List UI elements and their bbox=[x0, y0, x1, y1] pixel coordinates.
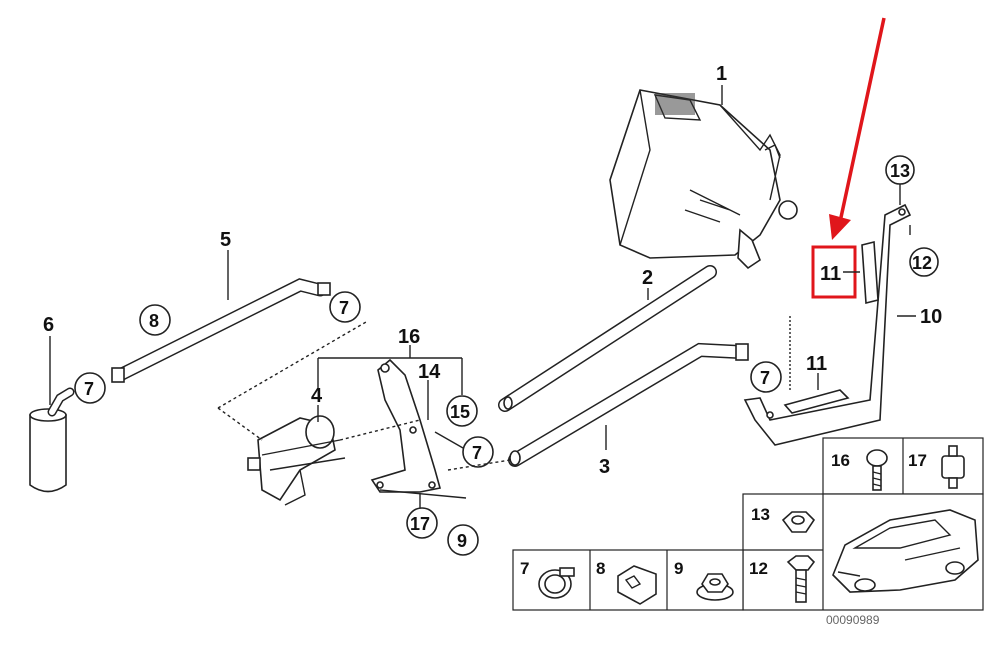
filter-part-6 bbox=[29, 387, 75, 493]
table-label-13: 13 bbox=[751, 505, 770, 524]
callout-6: 6 bbox=[43, 314, 54, 336]
table-label-7: 7 bbox=[520, 559, 529, 578]
bracket-part-9 bbox=[370, 358, 442, 493]
nut-icon bbox=[781, 511, 816, 533]
callout-11: 11 bbox=[806, 353, 827, 375]
clip-icon bbox=[617, 565, 657, 605]
hose-part-2 bbox=[498, 265, 717, 412]
callout-11-highlighted: 11 bbox=[820, 263, 841, 285]
table-label-9: 9 bbox=[674, 559, 683, 578]
parts-table: 16 17 13 7 8 9 12 bbox=[512, 437, 984, 627]
callout-7b: 7 bbox=[84, 379, 94, 399]
table-label-17: 17 bbox=[908, 451, 927, 470]
callout-8: 8 bbox=[149, 311, 159, 331]
callout-12: 12 bbox=[912, 253, 932, 273]
callout-7d: 7 bbox=[760, 368, 770, 388]
hose-clamp-icon bbox=[538, 567, 575, 599]
callout-7c: 7 bbox=[472, 443, 482, 463]
callout-15: 15 bbox=[450, 402, 470, 422]
bolt-icon bbox=[786, 555, 816, 603]
diagram-code: 00090989 bbox=[826, 613, 880, 627]
callout-2: 2 bbox=[642, 267, 653, 289]
pump-part-4 bbox=[247, 415, 346, 506]
flange-nut-icon bbox=[696, 573, 734, 601]
callout-5: 5 bbox=[220, 229, 231, 251]
red-arrow-icon bbox=[829, 17, 886, 240]
rubber-mount-icon bbox=[941, 445, 965, 489]
callout-16: 16 bbox=[398, 326, 420, 348]
callout-17: 17 bbox=[410, 514, 430, 534]
hose-part-3 bbox=[508, 342, 749, 467]
table-label-8: 8 bbox=[596, 559, 605, 578]
callout-1: 1 bbox=[716, 63, 727, 85]
car-icon bbox=[832, 509, 979, 593]
callout-3: 3 bbox=[599, 456, 610, 478]
callout-7a: 7 bbox=[339, 298, 349, 318]
screw-icon bbox=[866, 449, 888, 491]
canister-part-1 bbox=[609, 89, 798, 270]
bracket-part-10 bbox=[743, 203, 912, 446]
callout-10: 10 bbox=[920, 306, 942, 328]
callout-14: 14 bbox=[418, 361, 441, 383]
callout-9: 9 bbox=[457, 531, 467, 551]
table-label-12: 12 bbox=[749, 559, 768, 578]
callout-13: 13 bbox=[890, 161, 910, 181]
pad-part-11 bbox=[783, 240, 879, 414]
callout-4: 4 bbox=[311, 385, 323, 407]
table-label-16: 16 bbox=[831, 451, 850, 470]
hose-part-5 bbox=[111, 278, 331, 383]
